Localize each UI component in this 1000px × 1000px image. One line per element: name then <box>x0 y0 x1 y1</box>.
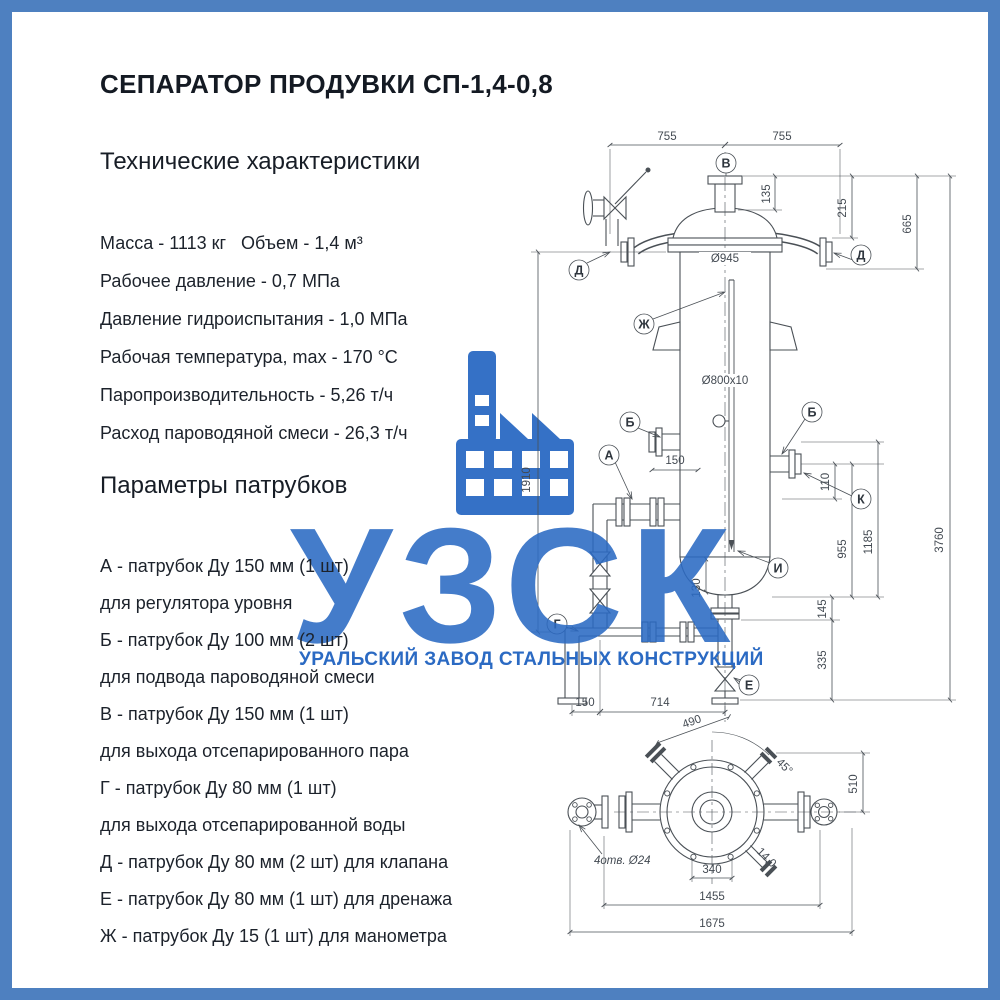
uzsk-subtitle: УРАЛЬСКИЙ ЗАВОД СТАЛЬНЫХ КОНСТРУКЦИЙ <box>299 649 764 670</box>
dim-3760: 3760 <box>934 527 946 553</box>
tech-spec-list: Масса - 1113 кг Объем - 1,4 м³ Рабочее д… <box>100 224 408 452</box>
nozzle-label-e: Е <box>745 679 753 693</box>
nozzle-label-k: К <box>857 493 865 507</box>
nozzle-spec-line: для подвода пароводяной смеси <box>100 667 375 687</box>
dim-215: 215 <box>837 198 849 217</box>
dim-714: 714 <box>650 697 670 709</box>
nozzle-spec-line: Б - патрубок Ду 100 мм (2 шт) <box>100 630 349 650</box>
nozzle-spec-line: для выхода отсепарированного пара <box>100 741 409 761</box>
nozzle-label-d-left: Д <box>575 264 584 278</box>
dim-150-nozzle: 150 <box>665 455 684 467</box>
safety-valve <box>582 167 651 246</box>
nozzle-spec-line: Е - патрубок Ду 80 мм (1 шт) для дренажа <box>100 889 453 909</box>
dim-1675: 1675 <box>699 918 725 930</box>
dim-490: 490 <box>681 713 703 731</box>
tech-heading: Технические характеристики <box>100 148 421 175</box>
dim-bolt-holes: 4отв. Ø24 <box>594 855 651 867</box>
nozzle-spec-line: для регулятора уровня <box>100 593 293 613</box>
dim-45deg: 45° <box>774 756 795 777</box>
nozzle-label-i: И <box>774 562 783 576</box>
nozzle-label-d-right: Д <box>857 249 866 263</box>
dim-510: 510 <box>848 774 860 793</box>
nozzle-label-b-right: Б <box>808 406 817 420</box>
dim-1185: 1185 <box>863 530 875 555</box>
nozzle-label-zh: Ж <box>637 318 650 332</box>
nozzle-spec-line: Г - патрубок Ду 80 мм (1 шт) <box>100 778 337 798</box>
tech-spec-line: Рабочая температура, max - 170 °С <box>100 347 398 367</box>
nozzle-spec-line: Ж - патрубок Ду 15 (1 шт) для манометра <box>100 926 447 946</box>
front-view-dimensions: 755 755 135 215 665 3760 1910 110 955 11… <box>521 131 956 716</box>
tech-spec-line: Масса - 1113 кг Объем - 1,4 м³ <box>100 233 363 253</box>
factory-hall <box>456 439 574 515</box>
dim-340: 340 <box>702 864 721 876</box>
factory-icon <box>456 351 574 515</box>
technical-drawing: Ø945 Ø800х10 <box>521 131 956 936</box>
nozzle-spec-list: А - патрубок Ду 150 мм (1 шт) для регуля… <box>100 548 452 955</box>
dim-1910: 1910 <box>521 467 533 493</box>
nozzle-spec-line: Д - патрубок Ду 80 мм (2 шт) для клапана <box>100 852 449 872</box>
nozzle-spec-line: А - патрубок Ду 150 мм (1 шт) <box>100 556 349 576</box>
tech-spec-line: Давление гидроиспытания - 1,0 МПа <box>100 309 408 329</box>
tech-spec-line: Паропроизводительность - 5,26 т/ч <box>100 385 394 405</box>
nozzle-spec-line: В - патрубок Ду 150 мм (1 шт) <box>100 704 349 724</box>
nozzle-label-a: А <box>604 449 613 463</box>
dim-dia800: Ø800х10 <box>702 375 749 387</box>
nozzle-labels: В Д Д Ж Б Б А К И Г Е <box>546 152 872 696</box>
nozzle-label-b-left: Б <box>626 416 635 430</box>
page-title: СЕПАРАТОР ПРОДУВКИ СП-1,4-0,8 <box>100 69 554 99</box>
dim-150-bottom: 150 <box>575 697 594 709</box>
dim-665: 665 <box>902 214 914 233</box>
dim-130: 130 <box>691 578 703 597</box>
nozzle-spec-line: для выхода отсепарированной воды <box>100 815 406 835</box>
nozzle-label-v: В <box>721 157 730 171</box>
dim-755-left: 755 <box>657 131 676 143</box>
dim-110: 110 <box>820 473 832 491</box>
tech-spec-line: Рабочее давление - 0,7 МПа <box>100 271 340 291</box>
dim-135: 135 <box>761 184 773 203</box>
tech-spec-line: Расход пароводяной смеси - 26,3 т/ч <box>100 423 408 443</box>
nozzles-heading: Параметры патрубков <box>100 472 348 499</box>
dim-145: 145 <box>817 599 829 618</box>
nozzle-label-g: Г <box>553 618 560 632</box>
factory-windows <box>466 395 568 496</box>
dim-335: 335 <box>817 650 829 669</box>
dim-955: 955 <box>837 539 849 558</box>
uzsk-logo-text: УЗСК <box>290 494 738 677</box>
dim-1455: 1455 <box>699 891 725 903</box>
dim-755-right: 755 <box>772 131 791 143</box>
dim-dia945: Ø945 <box>711 253 739 265</box>
factory-roof-tooth <box>500 413 528 439</box>
